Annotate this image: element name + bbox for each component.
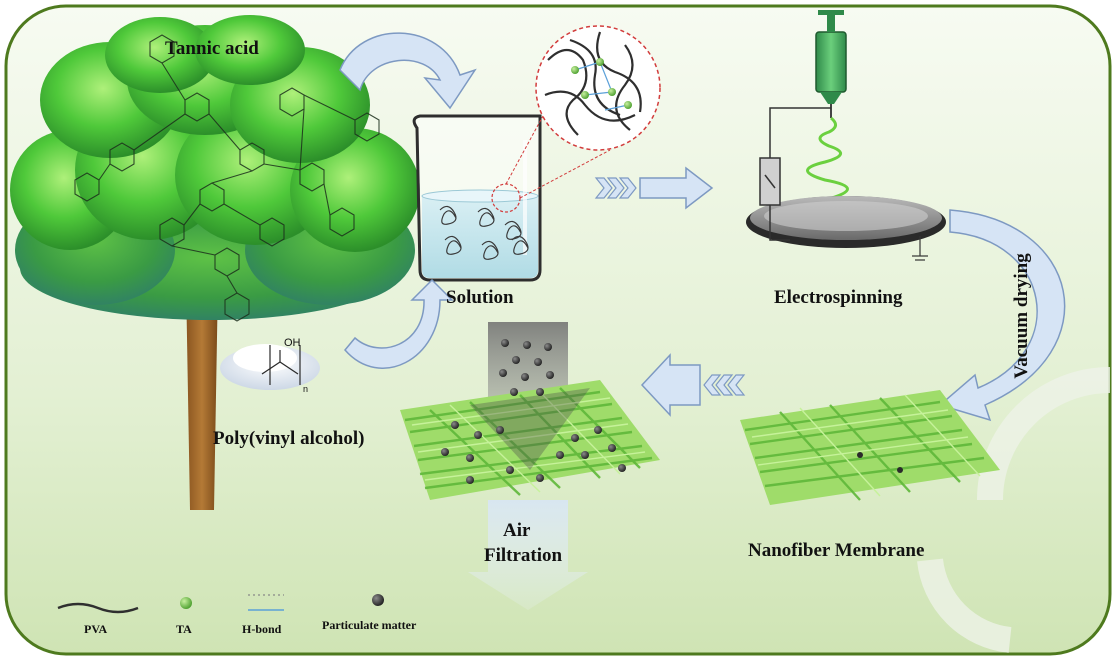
label-n: n — [303, 384, 309, 394]
label-filtration: Filtration — [484, 545, 563, 566]
tree-canopy — [10, 15, 420, 320]
watermark — [917, 367, 1111, 653]
legend — [57, 594, 384, 614]
legend-label-hbond: H-bond — [242, 622, 282, 636]
label-air: Air — [503, 520, 531, 541]
label-electrospinning: Electrospinning — [774, 287, 903, 308]
label-poly-vinyl-alcohol: Poly(vinyl alcohol) — [213, 428, 365, 449]
arrow-to-filtration — [640, 353, 701, 417]
particulate-particles — [441, 339, 626, 484]
label-solution: Solution — [446, 287, 514, 308]
legend-ta-swatch — [180, 597, 192, 609]
legend-label-pva: PVA — [84, 622, 108, 636]
label-tannic-acid: Tannic acid — [165, 38, 259, 59]
arrow-to-electrospinning — [639, 166, 714, 210]
legend-label-ta: TA — [176, 622, 192, 636]
label-nanofiber-membrane: Nanofiber Membrane — [748, 540, 925, 561]
curved-arrow-tree-to-beaker — [339, 32, 477, 110]
tree-trunk — [186, 280, 218, 510]
legend-label-particulate: Particulate matter — [322, 618, 417, 632]
label-vacuum-drying: Vacuum drying — [1011, 253, 1032, 379]
chevron-arrows — [594, 177, 637, 199]
zoom-line — [519, 149, 611, 199]
polymer-tangles — [439, 205, 529, 260]
tannic-acid-structure — [74, 34, 380, 322]
tree-illustration — [10, 15, 420, 510]
zoom-inset-network — [535, 25, 661, 151]
nanofiber-membrane — [740, 390, 1000, 505]
curved-arrow-vacuum-drying — [938, 209, 1066, 422]
air-filter-shadow — [470, 388, 590, 470]
legend-pva-swatch — [57, 602, 139, 614]
label-oh: OH — [284, 337, 301, 349]
curved-arrow-pva-to-solution — [344, 278, 454, 369]
beaker-illustration — [412, 114, 542, 282]
pva-structure — [261, 345, 301, 385]
legend-particle-swatch — [372, 594, 384, 606]
filtration-membrane — [400, 380, 660, 500]
electrospinning-apparatus — [746, 10, 946, 261]
air-output-arrow — [468, 500, 588, 610]
chevron-arrows-left — [703, 374, 746, 396]
